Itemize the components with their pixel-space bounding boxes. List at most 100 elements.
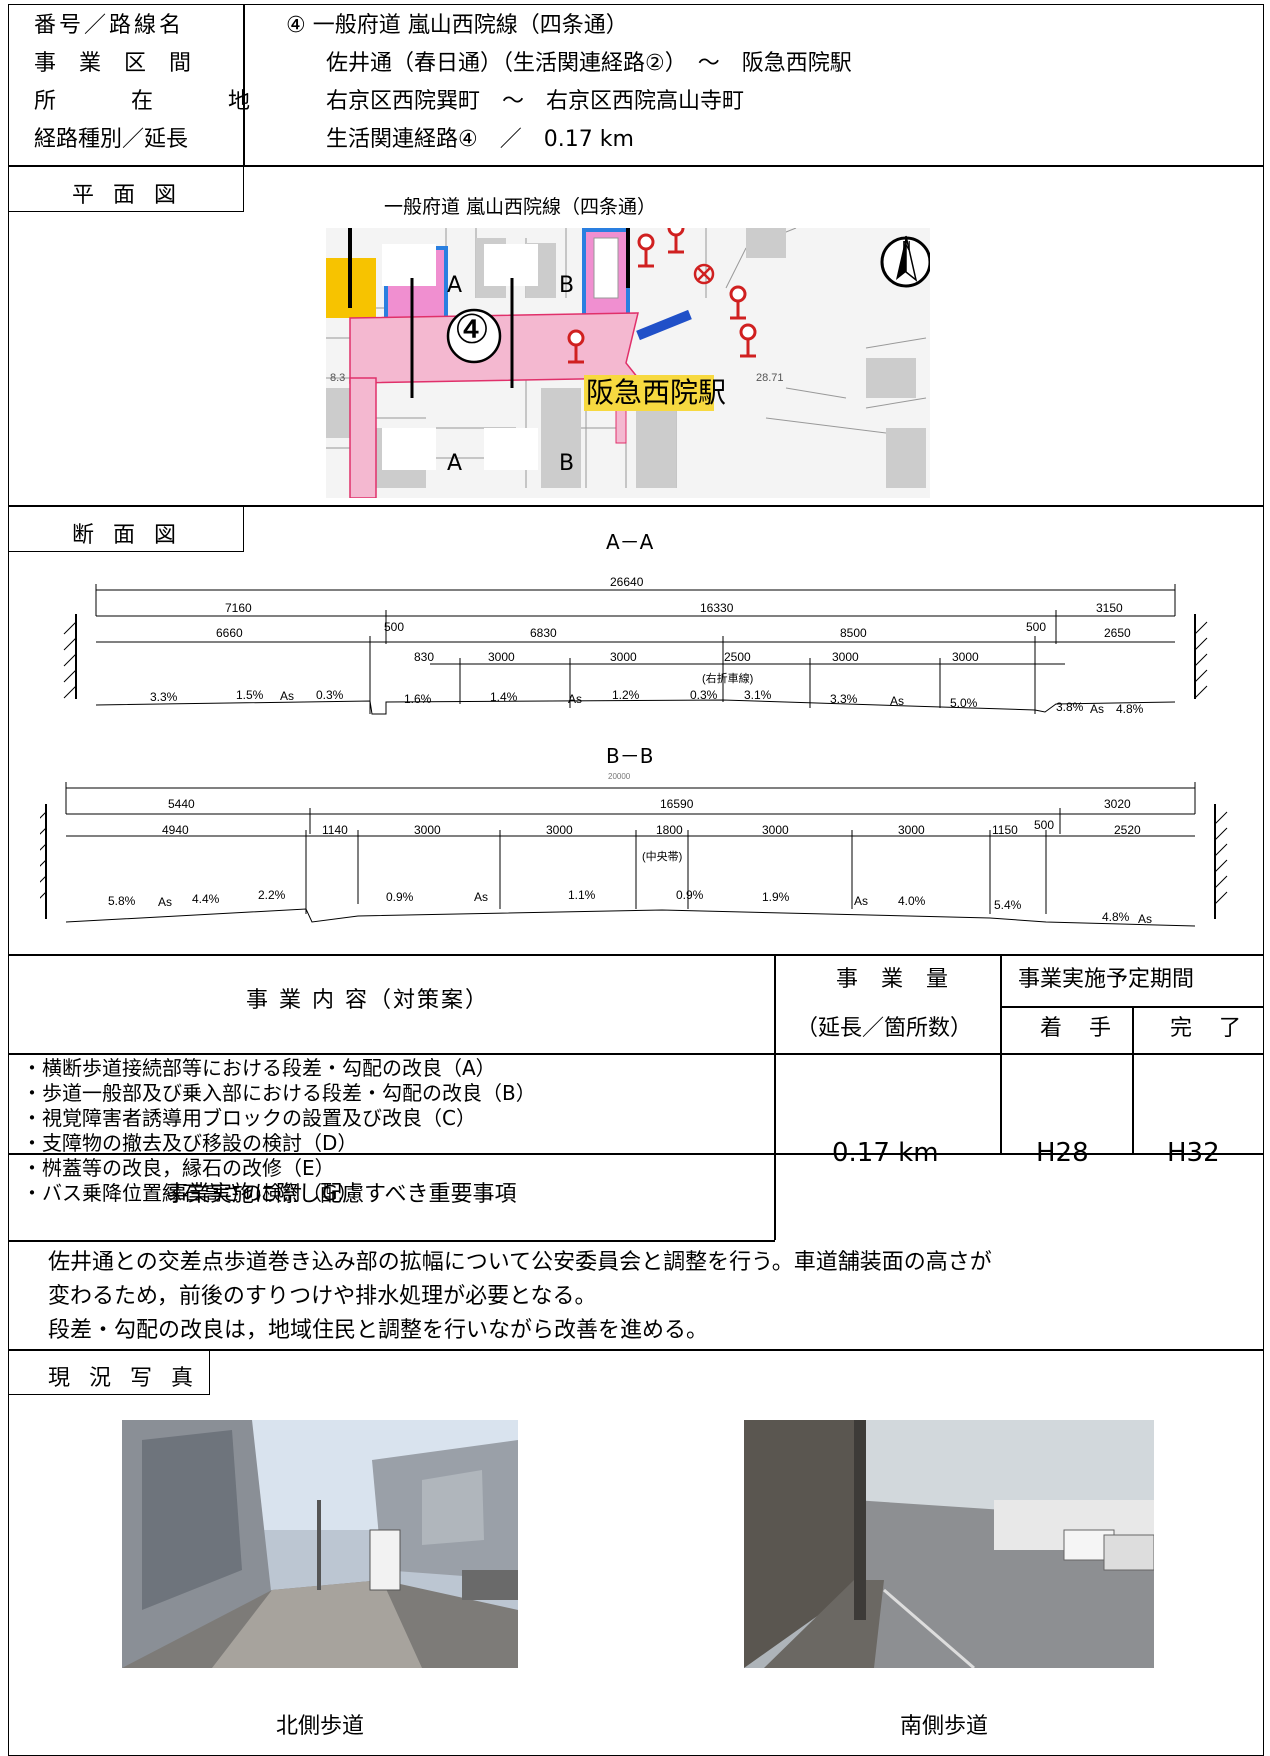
table-h-body [8, 1153, 1264, 1155]
aa-slope-9: 0.3% [690, 688, 718, 702]
bb-title: B－B [606, 744, 654, 768]
aa-slope-3: As [280, 689, 295, 703]
notes-header: 事業実施に際し配慮すべき重要事項 [166, 1182, 517, 1207]
aa-mid-6: 2650 [1104, 626, 1131, 640]
aa-slope-1: 3.3% [150, 690, 178, 704]
bb-slope-10: As [854, 894, 869, 908]
bb-slope-14: As [1138, 912, 1153, 926]
bb-note: (中央帯) [642, 851, 683, 863]
bb-total: 20000 [608, 772, 631, 781]
aa-title: A－A [606, 530, 654, 554]
south-sidewalk-photo [744, 1420, 1154, 1668]
table-h-period [1000, 1006, 1264, 1008]
aa-mid-2: 500 [384, 620, 405, 634]
aa-slope-6: 1.4% [490, 690, 518, 704]
table-v1 [774, 954, 776, 1240]
end-header: 完 了 [1170, 1016, 1251, 1041]
type-length-value: 生活関連経路④ ／ 0.17 km [326, 127, 634, 152]
label-location: 所 在 地 [34, 89, 284, 114]
aa-mid-1: 6660 [216, 626, 243, 640]
bb-slope-12: 5.4% [994, 898, 1022, 912]
bb-mid-4: 3000 [546, 823, 573, 837]
volume-header: 事 業 量 [836, 967, 956, 992]
plan-section-b-bottom: B [559, 451, 575, 476]
plan-map [326, 228, 930, 498]
table-h-notes [8, 1240, 775, 1242]
start-value: H28 [1036, 1138, 1089, 1168]
volume-value: 0.17 km [832, 1138, 939, 1168]
section-value: 佐井通（春日通）（生活関連経路②） ～ 阪急西院駅 [326, 51, 852, 76]
notes-line-1: 佐井通との交差点歩道巻き込み部の拡幅について公安委員会と調整を行う。車道舗装面の… [48, 1250, 992, 1275]
bb-mid-5: 1800 [656, 823, 683, 837]
north-sidewalk-photo [122, 1420, 518, 1668]
bb-dim-3: 3020 [1104, 797, 1131, 811]
aa-lane-5: 3000 [832, 650, 859, 664]
bb-dim-1: 5440 [168, 797, 195, 811]
header-bottom-line [8, 165, 1264, 167]
plan-marker: ④ [454, 307, 490, 353]
aa-slope-14: 3.8% [1056, 700, 1084, 714]
aa-slope-7: As [568, 692, 583, 706]
plan-section-a-bottom: A [447, 451, 463, 476]
bb-slope-6: As [474, 890, 489, 904]
aa-slope-11: 3.3% [830, 692, 858, 706]
table-h-header [8, 1053, 1264, 1055]
bb-slope-5: 0.9% [386, 890, 414, 904]
plan-title: 一般府道 嵐山西院線（四条通） [384, 196, 657, 218]
bb-dim-2: 16590 [660, 797, 694, 811]
aa-mid-4: 8500 [840, 626, 867, 640]
bb-slope-1: 5.8% [108, 894, 136, 908]
aa-lane-3: 3000 [610, 650, 637, 664]
aa-slope-16: 4.8% [1116, 702, 1144, 716]
project-item: ・桝蓋等の改良，縁石の改修（E） [22, 1156, 335, 1180]
photo-label: 現 況 写 真 [48, 1366, 199, 1391]
label-route: 番号／路線名 [34, 13, 185, 38]
bb-mid-6: 3000 [762, 823, 789, 837]
period-header: 事業実施予定期間 [1018, 967, 1195, 992]
notes-line-2: 変わるため，前後のすりつけや排水処理が必要となる。 [48, 1284, 597, 1309]
map-number-2: 28.71 [756, 372, 784, 384]
bb-mid-2: 1140 [322, 823, 348, 837]
bb-slope-8: 0.9% [676, 888, 704, 902]
project-item: ・バス乗降位置縁石高さの検討（G） [22, 1181, 358, 1205]
plan-bottom-line [8, 505, 1264, 507]
aa-mid-3: 6830 [530, 626, 557, 640]
bb-slope-2: As [158, 895, 173, 909]
aa-slope-8: 1.2% [612, 688, 640, 702]
aa-slope-13: 5.0% [950, 696, 978, 710]
start-header: 着 手 [1040, 1016, 1121, 1041]
plan-section-a-top: A [447, 273, 463, 298]
notes-bottom-line [8, 1349, 1264, 1351]
project-item: ・歩道一般部及び乗入部における段差・勾配の改良（B） [22, 1081, 536, 1105]
bb-slope-9: 1.9% [762, 890, 790, 904]
aa-slope-15: As [1090, 702, 1105, 716]
route-name: ④ 一般府道 嵐山西院線（四条通） [286, 13, 628, 38]
bb-mid-3: 3000 [414, 823, 441, 837]
aa-mid-5: 500 [1026, 620, 1047, 634]
bb-slope-11: 4.0% [898, 894, 926, 908]
aa-dim-1: 7160 [225, 601, 252, 615]
bb-mid-1: 4940 [162, 823, 189, 837]
aa-dim-2: 16330 [700, 601, 734, 615]
aa-dim-3: 3150 [1096, 601, 1123, 615]
project-item: ・視覚障害者誘導用ブロックの設置及び改良（C） [22, 1106, 476, 1130]
aa-lane-2: 3000 [488, 650, 515, 664]
south-caption: 南側歩道 [900, 1714, 989, 1739]
cross-label-box [8, 505, 244, 552]
aa-slope-12: As [890, 694, 905, 708]
label-section: 事 業 区 間 [34, 51, 199, 76]
volume-sub: （延長／箇所数） [796, 1016, 973, 1041]
north-label: N [902, 239, 911, 253]
aa-slope-4: 0.3% [316, 688, 344, 702]
bb-mid-8: 1150 [992, 823, 1018, 837]
bb-slope-3: 4.4% [192, 892, 220, 906]
cross-section-label: 断 面 図 [72, 523, 182, 548]
bb-mid-9: 500 [1034, 818, 1055, 832]
aa-total: 26640 [610, 575, 644, 589]
plan-station-label: 阪急西院駅 [586, 376, 727, 409]
table-v3 [1132, 1006, 1134, 1154]
project-item: ・支障物の撤去及び移設の検討（D） [22, 1131, 358, 1155]
header-divider-v [243, 4, 245, 166]
aa-lane-1: 830 [414, 650, 435, 664]
aa-lane-4: 2500 [724, 650, 751, 664]
